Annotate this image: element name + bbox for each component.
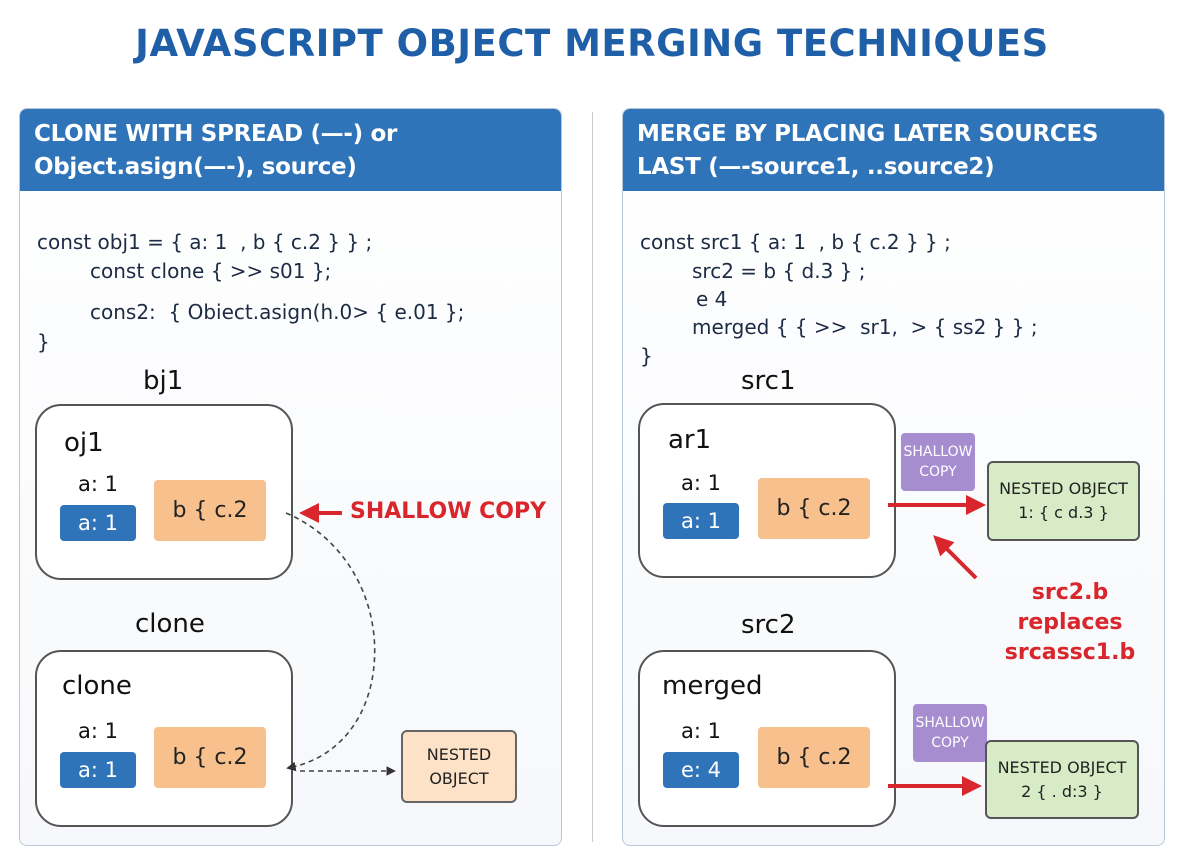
nested-object-line1: NESTED <box>426 744 492 764</box>
object-box-src1-chip: a: 1 <box>663 503 739 539</box>
object-box-merged-nested: b { c.2 <box>758 727 870 788</box>
object-box-clone-nested: b { c.2 <box>154 727 266 788</box>
shallow-copy-badge-top-line2: COPY <box>919 464 957 480</box>
code-line-1: const obj1 = { a: 1 , b { c.2 } } ; <box>37 230 373 254</box>
nested-object-box: NESTED OBJECT <box>401 730 517 803</box>
object-box-clone-chip: a: 1 <box>60 752 136 788</box>
panel-header-right-line1: MERGE BY PLACING LATER SOURCES <box>637 121 1099 147</box>
panel-header-right: MERGE BY PLACING LATER SOURCES LAST (—-s… <box>623 109 1164 191</box>
code-line-right-1: const src1 { a: 1 , b { c.2 } } ; <box>640 230 951 254</box>
object-label-src2: src2 <box>741 610 796 640</box>
shallow-copy-badge-bottom: SHALLOW COPY <box>913 704 987 762</box>
code-line-3: cons2: { Obiect.asign(h.0> { e.01 }; <box>90 300 465 324</box>
code-line-right-5: } <box>640 344 653 368</box>
object-label-obj1: bj1 <box>143 366 184 396</box>
center-divider <box>592 112 593 842</box>
shallow-copy-badge-bottom-line1: SHALLOW <box>915 715 985 731</box>
code-line-2: const clone { >> s01 }; <box>90 259 332 283</box>
replace-note: src2.b replaces srcassc1.b <box>984 578 1156 668</box>
object-box-merged-prop: a: 1 <box>681 719 721 743</box>
object-box-clone-prop: a: 1 <box>78 719 118 743</box>
panel-header-left-line2: Object.asign(—-), source) <box>34 154 357 180</box>
object-label-src1: src1 <box>741 366 796 396</box>
shallow-copy-label: SHALLOW COPY <box>350 499 547 524</box>
shallow-copy-badge-bottom-line2: COPY <box>931 735 969 751</box>
nested-object-top-line2: 1: { c d.3 } <box>1018 503 1109 522</box>
panel-header-right-line2: LAST (—-source1, ..source2) <box>637 154 995 180</box>
object-box-src1-nested: b { c.2 <box>758 478 870 539</box>
code-line-right-2: src2 = b { d.3 } ; <box>692 259 866 283</box>
page-title: JAVASCRIPT OBJECT MERGING TECHNIQUES <box>135 22 1049 65</box>
object-box-obj1-prop: a: 1 <box>78 472 118 496</box>
shallow-copy-badge-top-line1: SHALLOW <box>903 444 973 460</box>
nested-object-bottom: NESTED OBJECT 2 { . d:3 } <box>985 740 1139 819</box>
object-box-obj1-nested: b { c.2 <box>154 480 266 541</box>
code-line-right-4: merged { { >> sr1, > { ss2 } } ; <box>692 315 1038 339</box>
nested-object-top-line1: NESTED OBJECT <box>999 479 1128 498</box>
object-box-obj1-chip: a: 1 <box>60 505 136 541</box>
code-line-right-3: e 4 <box>696 287 728 311</box>
object-box-merged-chip: e: 4 <box>663 752 739 788</box>
object-box-clone-name: clone <box>62 671 132 701</box>
nested-object-line2: OBJECT <box>429 768 489 788</box>
object-box-src1-name: ar1 <box>668 425 712 455</box>
panel-header-left: CLONE WITH SPREAD (—-) or Object.asign(—… <box>20 109 561 191</box>
replace-note-line1: src2.b replaces <box>1017 580 1123 635</box>
object-box-obj1-name: oj1 <box>64 428 104 458</box>
object-label-clone: clone <box>135 609 205 639</box>
nested-object-bottom-line2: 2 { . d:3 } <box>1021 781 1103 801</box>
nested-object-bottom-line1: NESTED OBJECT <box>997 757 1127 777</box>
object-box-merged-name: merged <box>662 671 763 701</box>
shallow-copy-badge-top: SHALLOW COPY <box>901 433 975 491</box>
replace-note-line2: srcassc1.b <box>1004 640 1136 665</box>
panel-header-left-line1: CLONE WITH SPREAD (—-) or <box>34 121 398 147</box>
object-box-src1-prop: a: 1 <box>681 471 721 495</box>
nested-object-top: NESTED OBJECT 1: { c d.3 } <box>987 461 1140 541</box>
code-line-4: } <box>37 330 50 354</box>
